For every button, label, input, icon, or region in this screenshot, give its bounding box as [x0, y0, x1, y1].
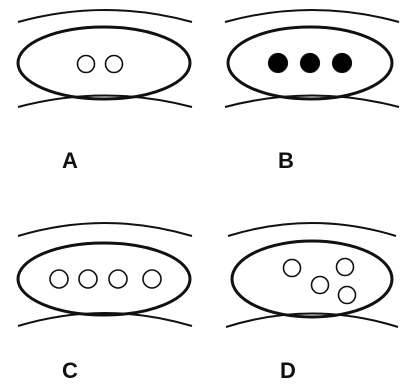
- panel-b-bottom-arc: [224, 94, 400, 108]
- panel-b-circle-3: [331, 52, 353, 74]
- panel-b-circle-1: [267, 52, 289, 74]
- panel-d-ellipse: [230, 239, 394, 319]
- panel-a-circle-1: [76, 54, 96, 74]
- panel-c-circle-2: [78, 269, 98, 289]
- panel-d-circle-2: [335, 257, 355, 277]
- panel-a-bottom-arc: [17, 94, 193, 108]
- panel-c-bottom-arc: [17, 312, 193, 327]
- panel-d-circle-1: [282, 258, 302, 278]
- panel-a: A: [16, 9, 193, 173]
- panel-c-top-arc: [17, 222, 193, 237]
- panel-d: D: [225, 222, 399, 383]
- panel-d-circle-3: [310, 275, 330, 295]
- panel-c: C: [16, 222, 193, 383]
- panel-d-top-arc: [227, 222, 397, 237]
- panel-a-label: A: [62, 148, 78, 173]
- panel-a-circle-2: [104, 54, 124, 74]
- panel-c-label: C: [62, 358, 78, 383]
- panel-a-ellipse: [16, 25, 192, 101]
- panel-c-ellipse: [16, 241, 192, 317]
- panel-b-ellipse: [226, 25, 394, 101]
- panel-b-top-arc: [224, 9, 400, 23]
- panel-d-bottom-arc: [225, 312, 399, 328]
- panel-c-circle-4: [142, 269, 162, 289]
- panel-c-circle-1: [49, 269, 69, 289]
- panel-d-label: D: [280, 358, 296, 383]
- panel-b-label: B: [278, 148, 294, 173]
- panel-a-top-arc: [17, 9, 193, 23]
- panel-b: B: [224, 9, 400, 173]
- panel-b-circle-2: [299, 52, 321, 74]
- panel-d-circle-4: [337, 285, 357, 305]
- panel-c-circle-3: [108, 269, 128, 289]
